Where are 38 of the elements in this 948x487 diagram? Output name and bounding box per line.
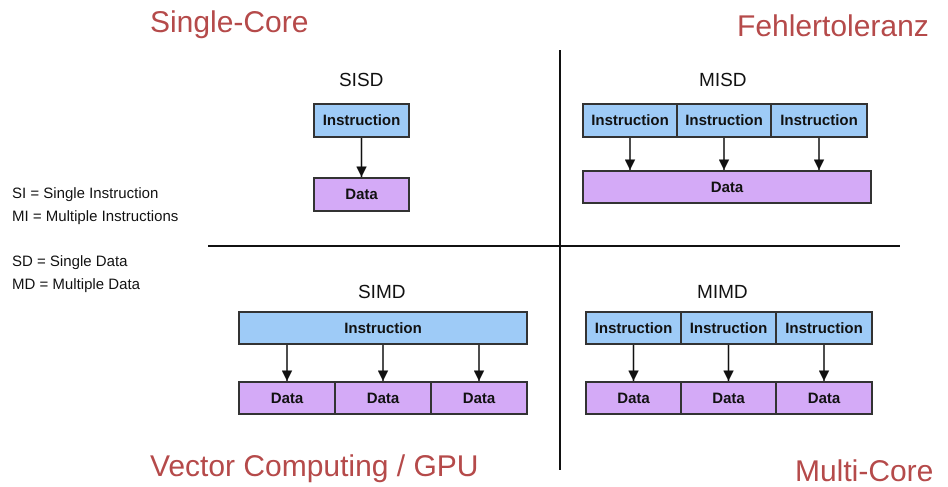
abbreviation-note: MD = Multiple Data: [12, 276, 140, 293]
abbreviation-note: SI = Single Instruction: [12, 185, 158, 202]
instruction-box: Instruction: [770, 103, 868, 138]
instruction-box: Instruction: [680, 311, 777, 345]
arrow: [282, 345, 292, 381]
arrow: [474, 345, 484, 381]
data-box: Data: [313, 177, 410, 212]
data-box: Data: [775, 381, 873, 415]
arrow: [624, 138, 636, 170]
quadrant-title: Fehlertoleranz: [737, 10, 929, 44]
data-box: Data: [334, 381, 432, 415]
category-heading: MIMD: [697, 282, 748, 304]
quadrant-title: Multi-Core: [795, 455, 934, 487]
quadrant-title: Vector Computing / GPU: [150, 450, 478, 484]
category-heading: MISD: [699, 70, 746, 92]
category-heading: SIMD: [358, 282, 406, 304]
arrow: [628, 345, 639, 381]
arrow: [723, 345, 734, 381]
data-box: Data: [430, 381, 528, 415]
instruction-box: Instruction: [676, 103, 772, 138]
instruction-box: Instruction: [775, 311, 873, 345]
category-heading: SISD: [339, 70, 384, 92]
instruction-box: Instruction: [313, 103, 410, 138]
data-box: Data: [680, 381, 777, 415]
arrow: [814, 138, 824, 170]
data-box: Data: [582, 170, 872, 204]
arrow: [378, 345, 388, 381]
arrow: [356, 138, 367, 177]
instruction-box: Instruction: [585, 311, 682, 345]
arrow: [718, 138, 730, 170]
abbreviation-note: SD = Single Data: [12, 253, 128, 270]
data-box: Data: [585, 381, 682, 415]
quadrant-title: Single-Core: [150, 6, 308, 40]
instruction-box: Instruction: [238, 311, 528, 345]
abbreviation-note: MI = Multiple Instructions: [12, 208, 178, 225]
instruction-box: Instruction: [582, 103, 678, 138]
data-box: Data: [238, 381, 336, 415]
arrow: [818, 345, 830, 381]
